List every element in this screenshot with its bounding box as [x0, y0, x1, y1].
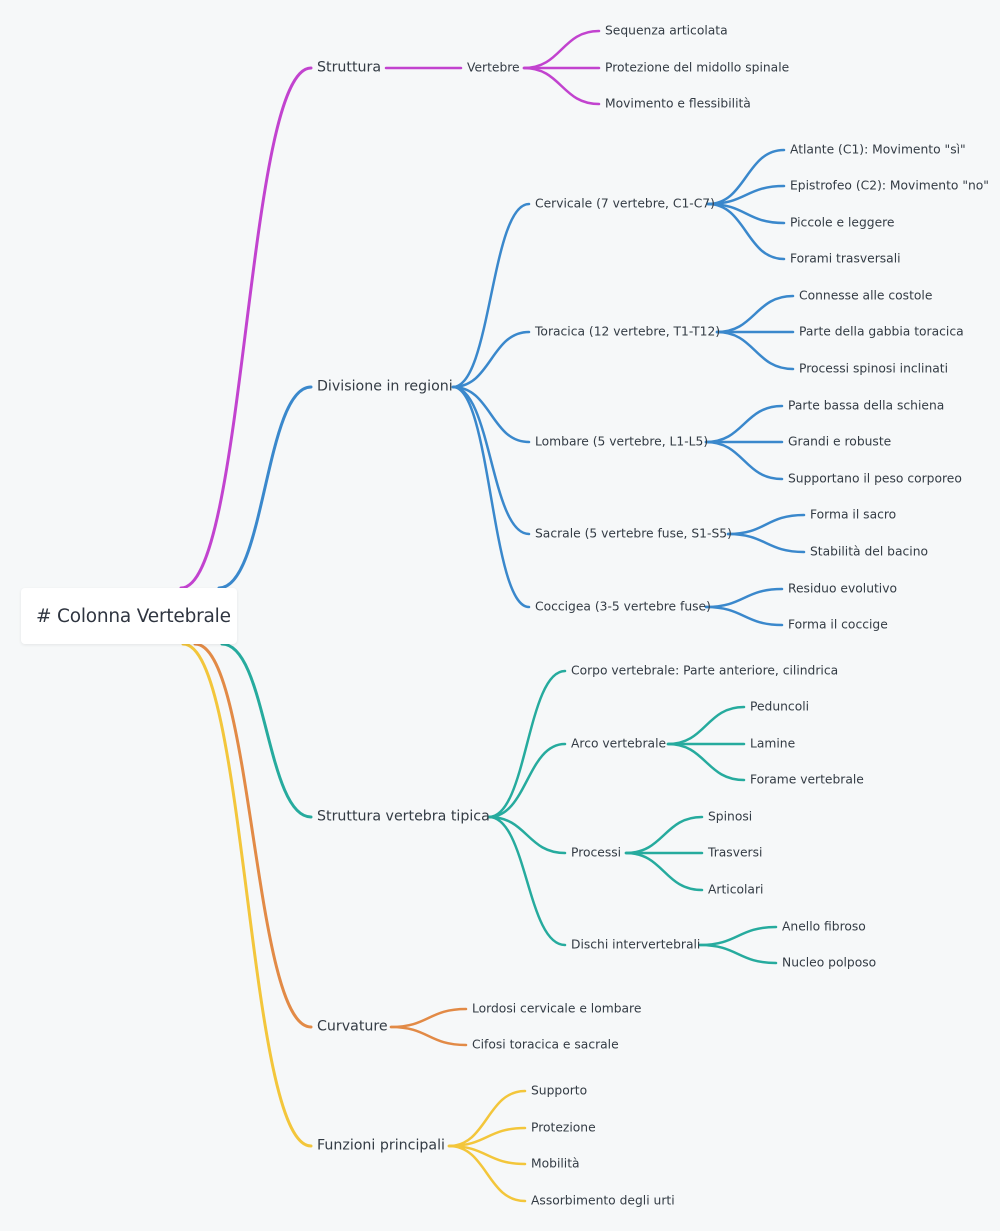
sub-node[interactable]: Arco vertebrale: [571, 736, 667, 751]
leaf-node[interactable]: Piccole e leggere: [790, 215, 895, 230]
leaf-node[interactable]: Spinosi: [708, 809, 753, 824]
sub-node[interactable]: Corpo vertebrale: Parte anteriore, cilin…: [571, 663, 839, 678]
leaf-node[interactable]: Peduncoli: [750, 699, 810, 714]
sub-node[interactable]: Lombare (5 vertebre, L1-L5): [535, 434, 709, 449]
connector-line: [522, 66, 601, 106]
leaf-node[interactable]: Anello fibroso: [782, 919, 866, 934]
connector-line: [487, 742, 567, 819]
connector-line: [220, 642, 313, 819]
connector-line: [726, 532, 806, 554]
sub-node[interactable]: Protezione: [531, 1120, 596, 1135]
branch-node[interactable]: Curvature: [317, 1018, 388, 1035]
sub-node[interactable]: Vertebre: [467, 60, 520, 75]
leaf-node[interactable]: Residuo evolutivo: [788, 581, 898, 596]
connector-line: [698, 943, 778, 965]
leaf-node[interactable]: Forma il coccige: [788, 617, 888, 632]
leaf-node[interactable]: Forma il sacro: [810, 507, 897, 522]
leaf-node[interactable]: Protezione del midollo spinale: [605, 60, 790, 75]
sub-node[interactable]: Dischi intervertebrali: [571, 937, 701, 952]
connector-line: [389, 1025, 468, 1047]
root-node[interactable]: # Colonna Vertebrale: [21, 588, 237, 644]
branch-node[interactable]: Divisione in regioni: [317, 378, 453, 395]
branch-node[interactable]: Funzioni principali: [317, 1137, 445, 1154]
connector-line: [715, 294, 795, 334]
connector-line: [487, 815, 567, 855]
sub-node[interactable]: Assorbimento degli urti: [531, 1193, 675, 1208]
connector-line: [487, 815, 567, 947]
sub-node[interactable]: Coccigea (3-5 vertebre fuse): [535, 599, 711, 614]
connector-line: [451, 202, 531, 389]
leaf-node[interactable]: Nucleo polposo: [782, 955, 877, 970]
leaf-node[interactable]: Epistrofeo (C2): Movimento "no": [790, 178, 989, 193]
leaf-node[interactable]: Sequenza articolata: [605, 23, 728, 38]
leaf-node[interactable]: Parte bassa della schiena: [788, 398, 945, 413]
connector-line: [706, 148, 786, 206]
connector-line: [704, 605, 784, 627]
sub-node[interactable]: Lordosi cervicale e lombare: [472, 1001, 642, 1016]
leaf-node[interactable]: Articolari: [708, 882, 764, 897]
connector-line: [698, 925, 778, 947]
sub-node[interactable]: Supporto: [531, 1083, 588, 1098]
connector-line: [179, 66, 313, 590]
connector-line: [451, 330, 531, 389]
sub-node[interactable]: Toracica (12 vertebre, T1-T12): [535, 324, 721, 339]
connector-line: [704, 404, 784, 444]
connector-line: [451, 385, 531, 609]
connector-line: [451, 385, 531, 444]
connector-line: [451, 385, 531, 536]
connector-line: [704, 587, 784, 609]
leaf-node[interactable]: Supportano il peso corporeo: [788, 471, 962, 486]
connector-line: [447, 1144, 527, 1203]
leaf-node[interactable]: Lamine: [750, 736, 796, 751]
connector-line: [624, 851, 704, 892]
connector-line: [487, 669, 567, 819]
leaf-node[interactable]: Trasversi: [708, 845, 763, 860]
leaf-node[interactable]: Processi spinosi inclinati: [799, 361, 949, 376]
connector-line: [706, 202, 786, 261]
connector-line: [715, 330, 795, 371]
sub-node[interactable]: Sacrale (5 vertebre fuse, S1-S5): [535, 526, 732, 541]
leaf-node[interactable]: Stabilità del bacino: [810, 544, 929, 559]
leaf-node[interactable]: Movimento e flessibilità: [605, 96, 751, 111]
connector-line: [181, 642, 313, 1148]
connector-line: [447, 1089, 527, 1148]
connector-line: [522, 29, 601, 70]
connector-line: [704, 440, 784, 481]
sub-node[interactable]: Cifosi toracica e sacrale: [472, 1037, 619, 1052]
sub-node[interactable]: Processi: [571, 845, 622, 860]
leaf-node[interactable]: Connesse alle costole: [799, 288, 933, 303]
leaf-node[interactable]: Parte della gabbia toracica: [799, 324, 964, 339]
root-node-label: # Colonna Vertebrale: [36, 605, 231, 627]
leaf-node[interactable]: Forame vertebrale: [750, 772, 864, 787]
connector-line: [666, 705, 746, 746]
branch-node[interactable]: Struttura vertebra tipica: [317, 808, 490, 825]
connector-line: [193, 642, 313, 1029]
connector-line: [624, 815, 704, 855]
branch-node[interactable]: Struttura: [317, 59, 382, 76]
leaf-node[interactable]: Forami trasversali: [790, 251, 901, 266]
connector-line: [666, 742, 746, 782]
connector-line: [389, 1007, 468, 1029]
sub-node[interactable]: Cervicale (7 vertebre, C1-C7): [535, 196, 715, 211]
leaf-node[interactable]: Grandi e robuste: [788, 434, 892, 449]
connector-line: [726, 513, 806, 536]
connector-line: [217, 385, 313, 590]
sub-node[interactable]: Mobilità: [531, 1156, 580, 1171]
leaf-node[interactable]: Atlante (C1): Movimento "sì": [790, 142, 966, 157]
